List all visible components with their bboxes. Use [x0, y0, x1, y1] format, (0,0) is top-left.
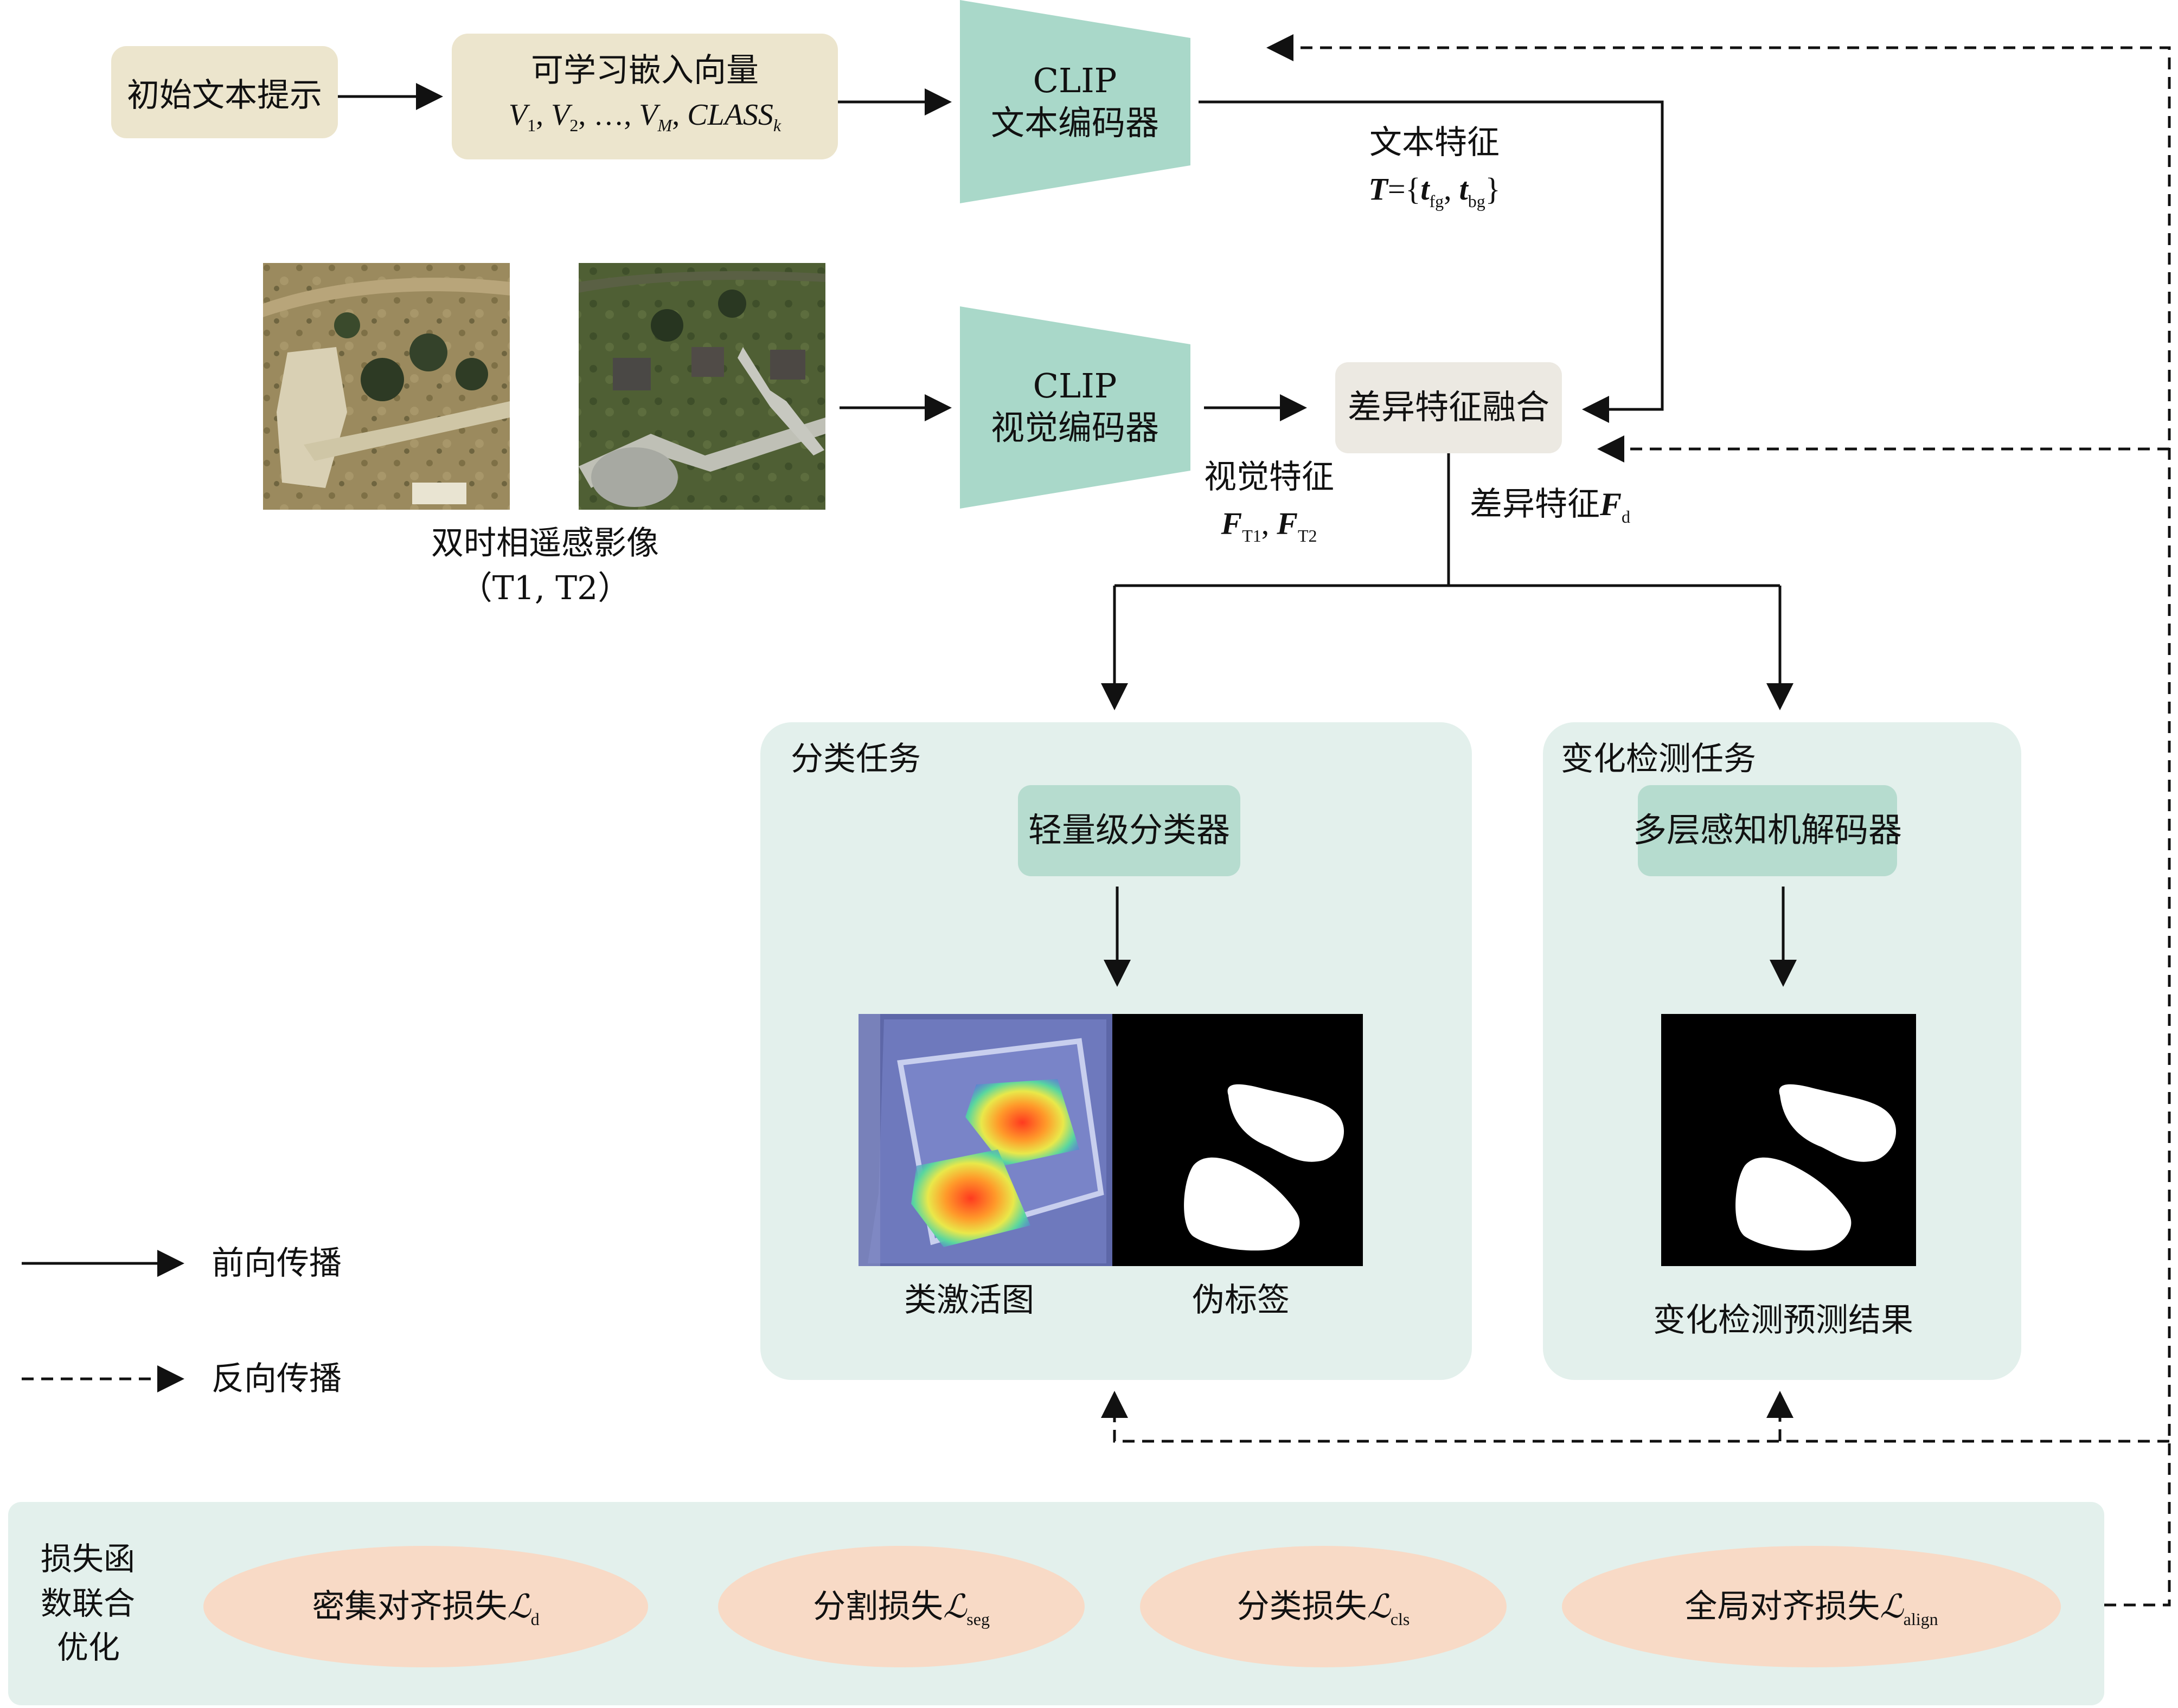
visual-feature-formula: FT1,FT2 — [1221, 506, 1317, 545]
visual-encoder-line2: 视觉编码器 — [991, 408, 1159, 447]
diff-feature-label: 差异特征Fd — [1470, 485, 1630, 526]
text-feature-label: 文本特征 T={tfg,tbg} — [1368, 124, 1500, 211]
text-encoder-line1: CLIP — [1033, 61, 1117, 100]
pseudo-label-image — [1112, 1014, 1363, 1266]
align-loss-label: 全局对齐损失ℒalign — [1684, 1588, 1938, 1629]
mlp-decoder-box — [1638, 785, 1897, 876]
classification-loss: 分类损失ℒcls — [1140, 1546, 1507, 1667]
loss-title-line1: 损失函 — [41, 1540, 135, 1577]
visual-feature-label: 视觉特征 FT1,FT2 — [1204, 458, 1334, 545]
clip-text-encoder: CLIP 文本编码器 — [960, 0, 1190, 203]
segmentation-loss: 分割损失ℒseg — [718, 1546, 1085, 1667]
cls-loss-label: 分类损失ℒcls — [1237, 1588, 1410, 1629]
loss-title-line3: 优化 — [57, 1629, 120, 1666]
classification-title: 分类任务 — [791, 740, 921, 778]
cam-caption: 类激活图 — [904, 1281, 1034, 1319]
initial-prompt-label: 初始文本提示 — [127, 76, 322, 114]
loss-title-line2: 数联合 — [41, 1585, 135, 1622]
learnable-vectors-formula: V1,V2,…,VM,CLASSk — [509, 98, 781, 135]
images-caption-line1: 双时相遥感影像 — [431, 524, 659, 562]
backward-to-text-encoder — [1266, 34, 2171, 1607]
change-detection-result-caption: 变化检测预测结果 — [1653, 1301, 1913, 1339]
image-t1 — [263, 263, 510, 510]
classification-panel: 分类任务 轻量级分类器 类激活图 伪标签 — [760, 722, 1472, 1380]
global-alignment-loss: 全局对齐损失ℒalign — [1562, 1546, 2061, 1667]
dense-loss-label: 密集对齐损失ℒd — [312, 1588, 539, 1629]
change-detection-result-image — [1661, 1014, 1916, 1266]
classifier-label: 轻量级分类器 — [1028, 810, 1230, 850]
images-caption-line2: （T1, T2） — [460, 569, 631, 607]
loss-panel: 损失函 数联合 优化 密集对齐损失ℒd 分割损失ℒseg 分类损失ℒcls 全局… — [8, 1502, 2104, 1705]
mlp-decoder-label: 多层感知机解码器 — [1633, 810, 1902, 850]
difference-fusion-box: 差异特征融合 — [1335, 362, 1562, 453]
fusion-label: 差异特征融合 — [1348, 387, 1549, 427]
initial-prompt-box: 初始文本提示 — [111, 46, 338, 138]
backward-to-classification — [1101, 1391, 2169, 1443]
legend-forward-label: 前向传播 — [212, 1244, 342, 1282]
visual-encoder-line1: CLIP — [1033, 366, 1117, 406]
backward-propagation-lines — [1101, 34, 2171, 1607]
learnable-vectors-box: 可学习嵌入向量 V1,V2,…,VM,CLASSk — [452, 34, 838, 159]
change-detection-panel: 变化检测任务 多层感知机解码器 变化检测预测结果 — [1543, 722, 2021, 1380]
clip-visual-encoder: CLIP 视觉编码器 — [960, 306, 1190, 509]
arrow-text-feature-to-fusion — [1199, 100, 1664, 423]
text-feature-title: 文本特征 — [1369, 124, 1500, 162]
seg-loss-label: 分割损失ℒseg — [813, 1588, 990, 1629]
image-t2 — [579, 263, 825, 510]
pseudo-label-caption: 伪标签 — [1192, 1281, 1290, 1319]
class-activation-map-image — [859, 1014, 1112, 1266]
visual-feature-title: 视觉特征 — [1204, 458, 1334, 496]
text-feature-formula: T={tfg,tbg} — [1368, 171, 1500, 211]
dense-alignment-loss: 密集对齐损失ℒd — [203, 1546, 648, 1667]
change-detection-title: 变化检测任务 — [1561, 740, 1756, 778]
learnable-vectors-title: 可学习嵌入向量 — [531, 52, 759, 89]
legend: 前向传播 反向传播 — [22, 1244, 342, 1398]
text-encoder-line2: 文本编码器 — [991, 103, 1159, 143]
legend-backward-label: 反向传播 — [212, 1360, 342, 1398]
classifier-box — [1018, 785, 1240, 876]
